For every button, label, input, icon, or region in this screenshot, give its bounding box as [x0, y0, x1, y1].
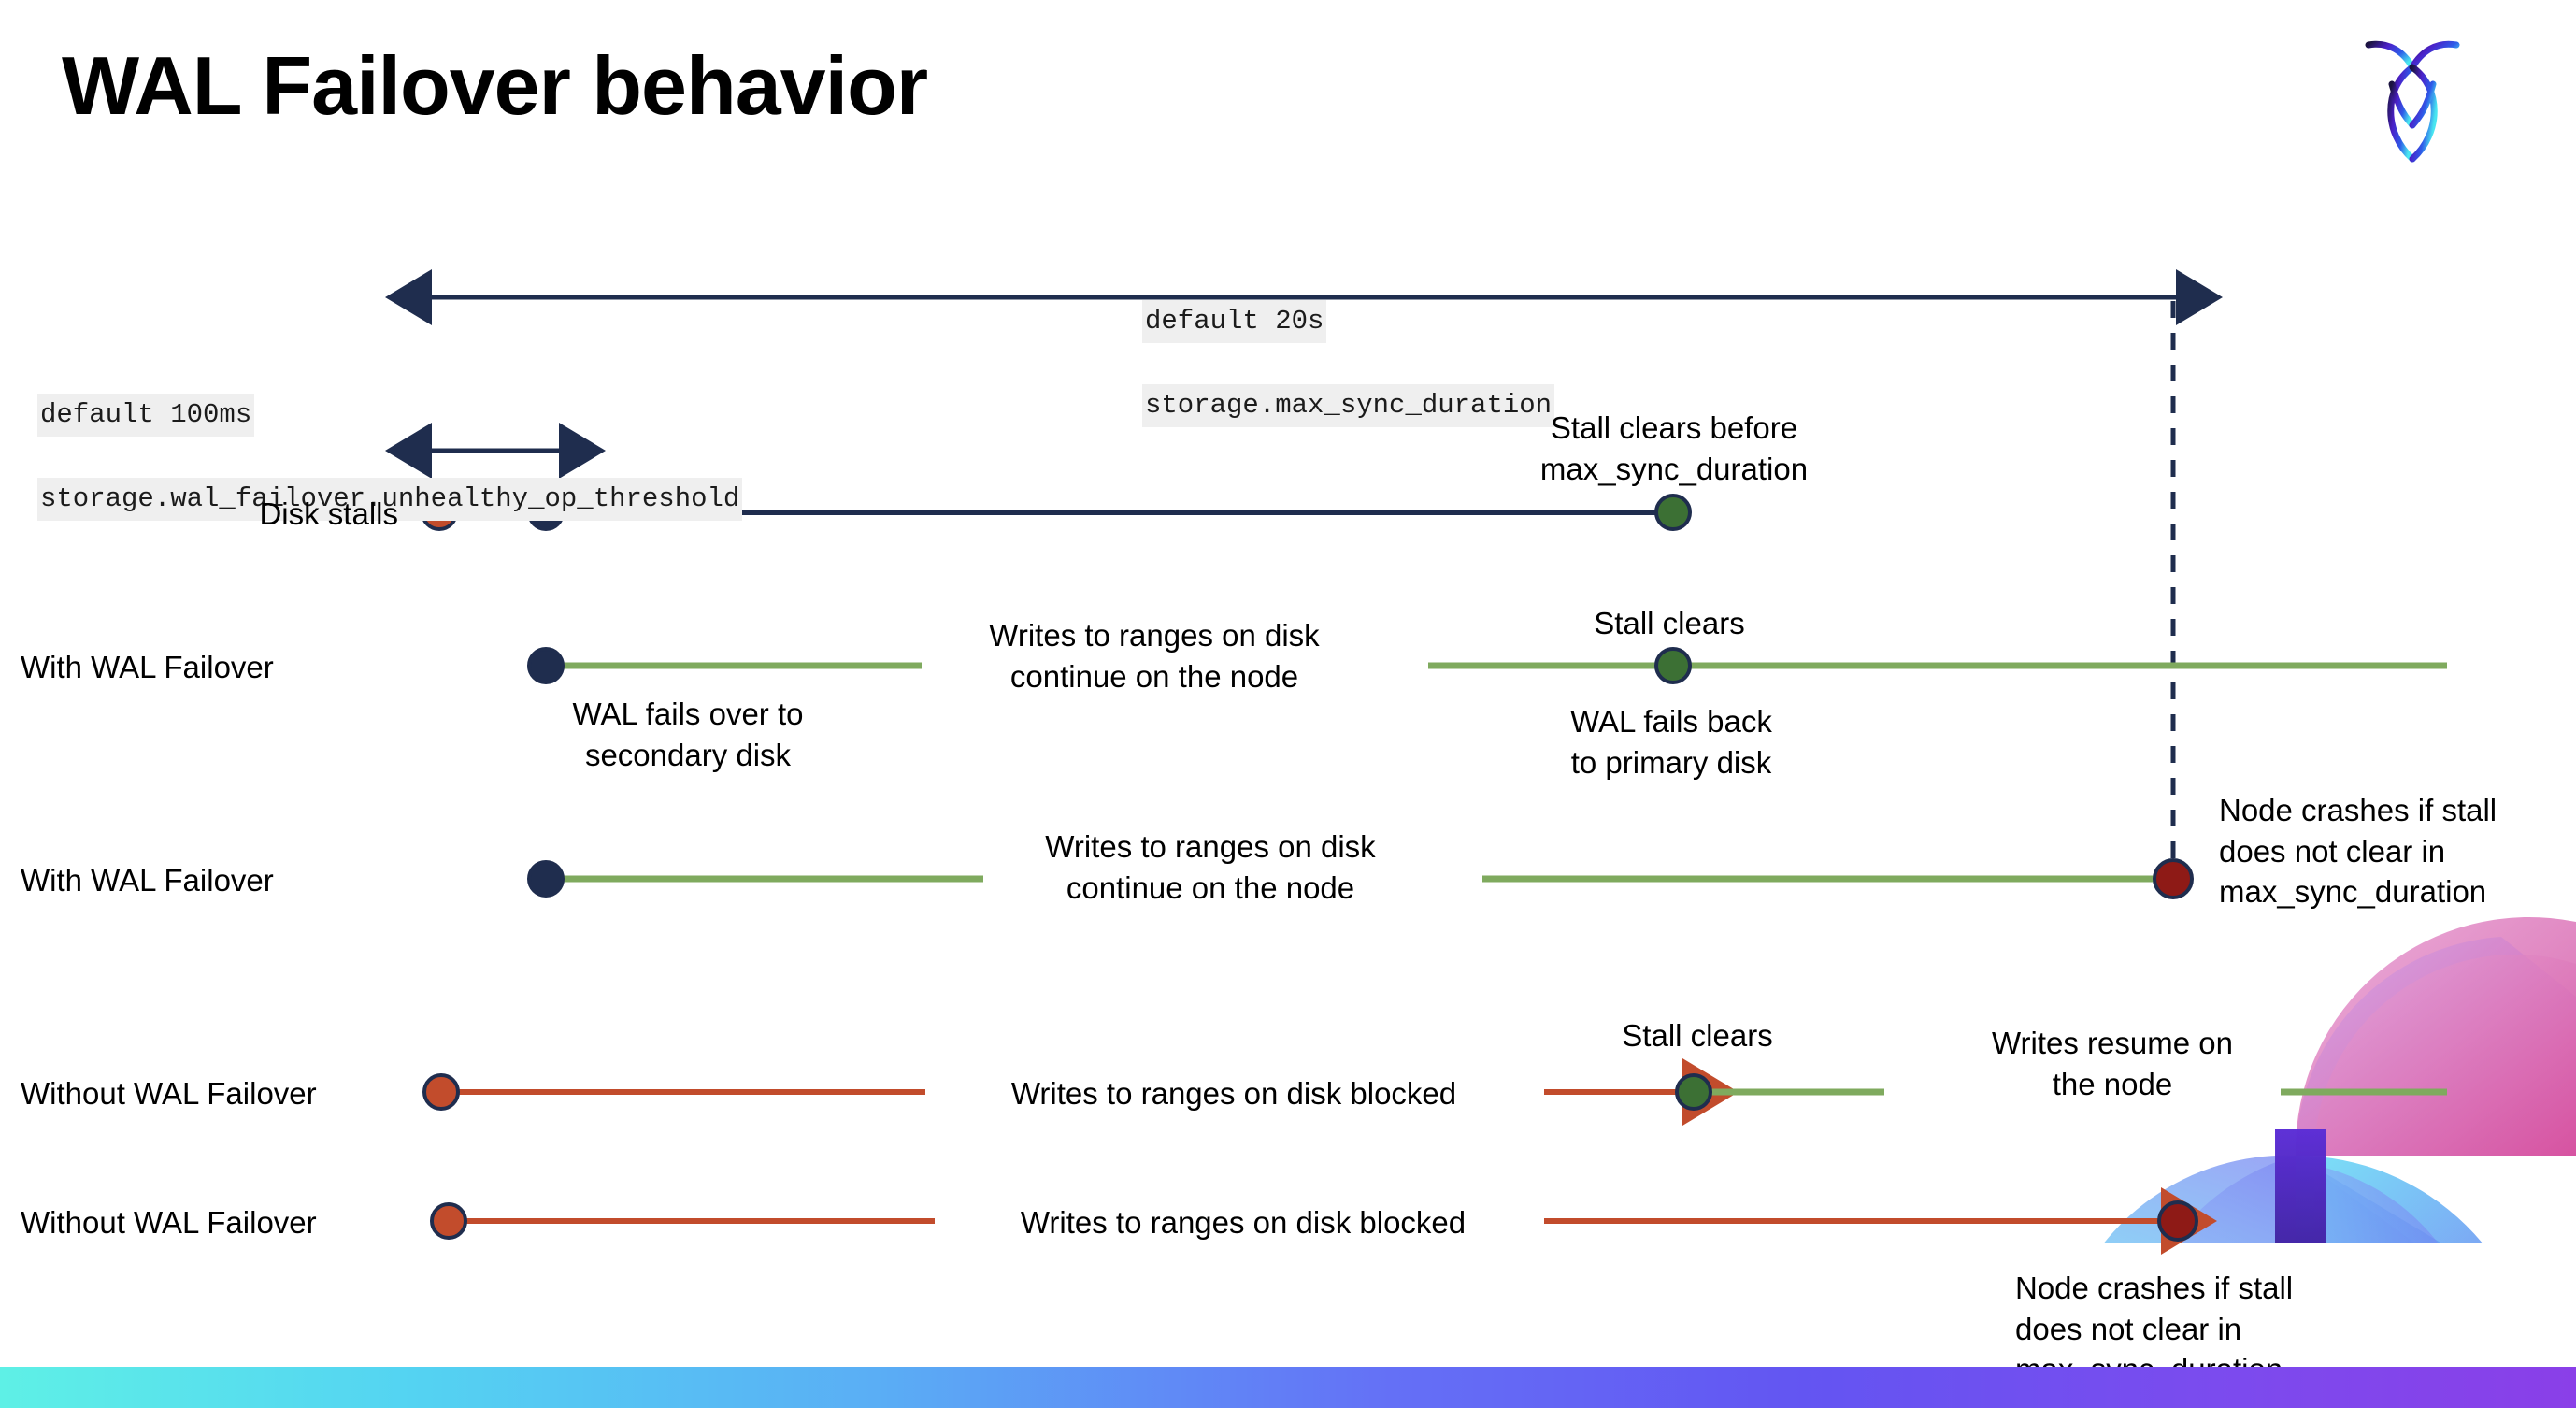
row-with-wal-failover-1-timeline [527, 647, 2447, 684]
row-without-wal-failover-2-timeline [430, 1187, 2217, 1255]
annotation-max-sync-setting: storage.max_sync_duration [1142, 384, 1555, 428]
dot-stall-clear [1654, 647, 1692, 684]
dot-stall-start [422, 1073, 460, 1111]
annotation-max-sync-duration: default 20s storage.max_sync_duration [1142, 259, 1555, 428]
cockroachdb-logo-icon [2361, 28, 2464, 168]
note-writes-resume: Writes resume on the node [1992, 1026, 2233, 1101]
annotation-unhealthy-default: default 100ms [37, 394, 255, 438]
dot-wal-failover-start [527, 647, 565, 684]
dot-node-crash [2157, 1200, 2198, 1242]
row-label-disk-stalls: Disk stalls [259, 496, 398, 531]
note-writes-blocked-1: Writes to ranges on disk blocked [1010, 1076, 1457, 1111]
note-writes-blocked-2: Writes to ranges on disk blocked [1020, 1205, 1467, 1240]
row-label-with-wal-failover-2: With WAL Failover [21, 863, 274, 898]
note-node-crashes-1: Node crashes if stall does not clear in … [2219, 793, 2497, 910]
note-wal-fails-back: WAL fails back to primary disk [1570, 704, 1772, 780]
row-label-with-wal-failover-1: With WAL Failover [21, 650, 274, 684]
annotation-unhealthy-op-threshold: default 100ms storage.wal_failover.unhea… [37, 352, 743, 522]
note-writes-continue-2: Writes to ranges on disk continue on the… [1045, 829, 1376, 905]
bottom-gradient-band [0, 1367, 2576, 1408]
annotation-unhealthy-setting: storage.wal_failover.unhealthy_op_thresh… [37, 478, 743, 522]
note-wal-fails-over: WAL fails over to secondary disk [572, 697, 804, 772]
dot-stall-clear [1675, 1073, 1712, 1111]
note-stall-clears-before-max-sync: Stall clears before max_sync_duration [1539, 410, 1809, 486]
row-without-wal-failover-1-timeline [422, 1058, 2447, 1126]
dot-node-crash [2153, 858, 2194, 899]
dot-stall-clear [1654, 494, 1692, 531]
note-stall-clears-2: Stall clears [1594, 606, 1745, 640]
annotation-max-sync-default: default 20s [1142, 300, 1327, 344]
note-stall-clears-3: Stall clears [1622, 1018, 1773, 1053]
dot-stall-start [430, 1202, 467, 1240]
dot-wal-failover-start [527, 860, 565, 898]
note-writes-continue-1: Writes to ranges on disk continue on the… [989, 618, 1320, 694]
row-label-without-wal-failover-2: Without WAL Failover [21, 1205, 317, 1240]
page-title: WAL Failover behavior [62, 39, 928, 132]
row-with-wal-failover-2-timeline [527, 858, 2194, 899]
row-label-without-wal-failover-1: Without WAL Failover [21, 1076, 317, 1111]
